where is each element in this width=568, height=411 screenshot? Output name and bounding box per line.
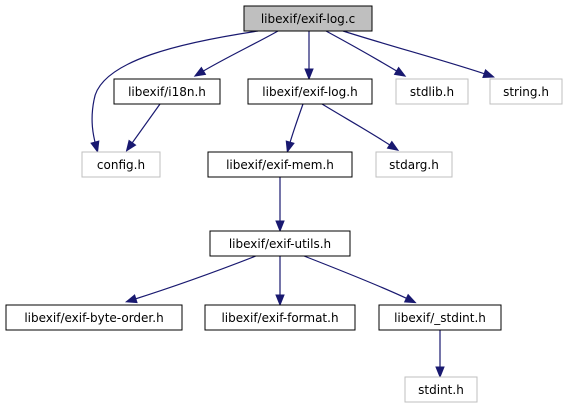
edge-exif-log-h-to-exif-mem-h xyxy=(285,103,304,154)
edge-arrowhead xyxy=(124,294,138,304)
node-box xyxy=(204,304,356,331)
node-label: stdint.h xyxy=(418,383,464,397)
edge-exif-log-c-to-i18n-h xyxy=(193,30,279,77)
edge-line xyxy=(288,103,304,147)
node-label: libexif/exif-log.h xyxy=(262,85,357,99)
edge-exif-utils-h-to-stdint-internal-h xyxy=(303,255,417,304)
edge-arrowhead xyxy=(435,366,445,379)
node-label: libexif/i18n.h xyxy=(128,85,206,99)
node-box xyxy=(489,78,563,105)
edge-exif-mem-h-to-exif-utils-h xyxy=(275,177,285,233)
node-exif-format-h[interactable]: libexif/exif-format.h xyxy=(204,304,356,331)
edge-arrowhead xyxy=(393,66,407,77)
edge-line xyxy=(325,30,401,74)
node-string-h: string.h xyxy=(489,78,563,105)
edge-arrowhead xyxy=(482,69,495,79)
edge-line xyxy=(199,30,279,74)
node-box xyxy=(378,304,502,331)
node-label: libexif/exif-byte-order.h xyxy=(24,311,163,325)
node-stdarg-h: stdarg.h xyxy=(375,151,453,178)
edge-arrowhead xyxy=(285,140,295,154)
edge-line xyxy=(303,255,411,301)
edge-arrowhead xyxy=(275,220,285,233)
edge-line xyxy=(91,30,259,147)
edge-arrowhead xyxy=(193,66,207,77)
edge-exif-log-c-to-string-h xyxy=(342,30,495,79)
node-box xyxy=(209,230,351,257)
edge-exif-log-c-to-config-h xyxy=(90,30,259,154)
node-i18n-h[interactable]: libexif/i18n.h xyxy=(113,78,221,105)
node-stdint-h: stdint.h xyxy=(404,376,478,403)
edge-line xyxy=(131,255,257,301)
edges-layer xyxy=(90,30,495,379)
edge-arrowhead xyxy=(386,140,400,152)
node-box xyxy=(207,151,353,178)
edge-exif-log-c-to-exif-log-h xyxy=(304,31,314,81)
edge-arrowhead xyxy=(90,140,100,154)
node-box xyxy=(395,78,469,105)
edge-line xyxy=(321,103,394,148)
edge-arrowhead xyxy=(304,68,314,81)
edge-stdint-internal-h-to-stdint-h xyxy=(435,330,445,379)
edge-exif-log-c-to-stdlib-h xyxy=(325,30,407,77)
edge-exif-utils-h-to-exif-format-h xyxy=(275,256,285,307)
node-label: libexif/exif-mem.h xyxy=(226,158,334,172)
node-config-h: config.h xyxy=(81,151,161,178)
edge-i18n-h-to-config-h xyxy=(125,103,161,152)
node-box xyxy=(243,5,373,32)
node-box xyxy=(81,151,161,178)
node-stdint-internal-h[interactable]: libexif/_stdint.h xyxy=(378,304,502,331)
node-box xyxy=(375,151,453,178)
node-label: libexif/exif-log.c xyxy=(261,12,355,26)
node-label: string.h xyxy=(503,85,549,99)
node-label: config.h xyxy=(97,158,145,172)
edge-exif-log-h-to-stdarg-h xyxy=(321,103,400,152)
node-box xyxy=(404,376,478,403)
edge-arrowhead xyxy=(403,293,417,304)
node-exif-byte-order-h[interactable]: libexif/exif-byte-order.h xyxy=(5,304,183,331)
node-label: libexif/exif-format.h xyxy=(221,311,338,325)
edge-line xyxy=(129,103,161,147)
node-exif-log-c[interactable]: libexif/exif-log.c xyxy=(243,5,373,32)
edge-arrowhead xyxy=(125,139,137,152)
edge-exif-utils-h-to-exif-byte-order-h xyxy=(124,255,257,304)
node-box xyxy=(113,78,221,105)
node-box xyxy=(247,78,373,105)
node-exif-log-h[interactable]: libexif/exif-log.h xyxy=(247,78,373,105)
node-exif-utils-h[interactable]: libexif/exif-utils.h xyxy=(209,230,351,257)
node-stdlib-h: stdlib.h xyxy=(395,78,469,105)
node-label: stdarg.h xyxy=(389,158,439,172)
node-exif-mem-h[interactable]: libexif/exif-mem.h xyxy=(207,151,353,178)
node-label: stdlib.h xyxy=(410,85,454,99)
edge-arrowhead xyxy=(275,294,285,307)
edge-line xyxy=(342,30,489,76)
node-box xyxy=(5,304,183,331)
node-label: libexif/_stdint.h xyxy=(394,311,486,325)
nodes-layer: libexif/exif-log.c libexif/i18n.h libexif/… xyxy=(5,5,563,403)
node-label: libexif/exif-utils.h xyxy=(229,237,331,251)
